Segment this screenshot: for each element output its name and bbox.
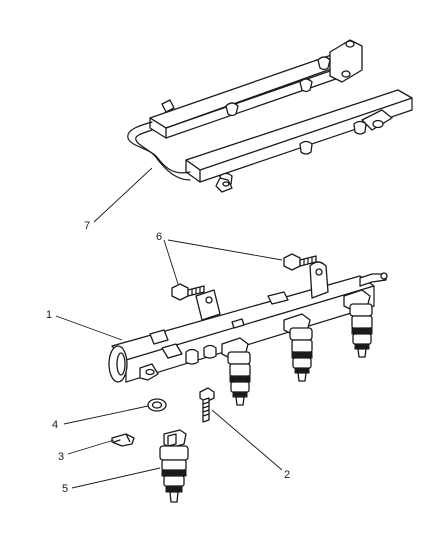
callout-5: 5 [62,483,68,495]
rail-mounting-bolt-right[interactable] [283,253,317,271]
callout-1: 1 [46,309,52,321]
leader-lines [55,167,283,489]
installed-injector-3 [343,289,373,358]
leader-7 [93,167,153,223]
callout-7: 7 [84,220,90,232]
bolt[interactable] [199,387,215,423]
fuel-rail[interactable] [108,261,388,383]
upper-fuel-rail-assembly[interactable] [127,39,413,193]
injector-clip[interactable] [111,433,135,447]
leader-6a [163,239,179,285]
rail-mounting-bolt-left[interactable] [171,283,205,301]
leader-2 [211,409,283,471]
leader-1 [55,315,123,341]
leader-4 [63,405,149,425]
leader-6b [167,239,283,261]
callout-6: 6 [156,231,162,243]
o-ring[interactable] [147,398,167,412]
callout-2: 2 [284,469,290,481]
leader-5 [71,467,161,489]
callout-4: 4 [52,419,58,431]
installed-injector-2 [283,313,313,382]
leader-3 [67,439,115,455]
fuel-injector[interactable] [159,429,189,503]
installed-injector-1 [221,337,251,406]
callout-3: 3 [58,451,64,463]
